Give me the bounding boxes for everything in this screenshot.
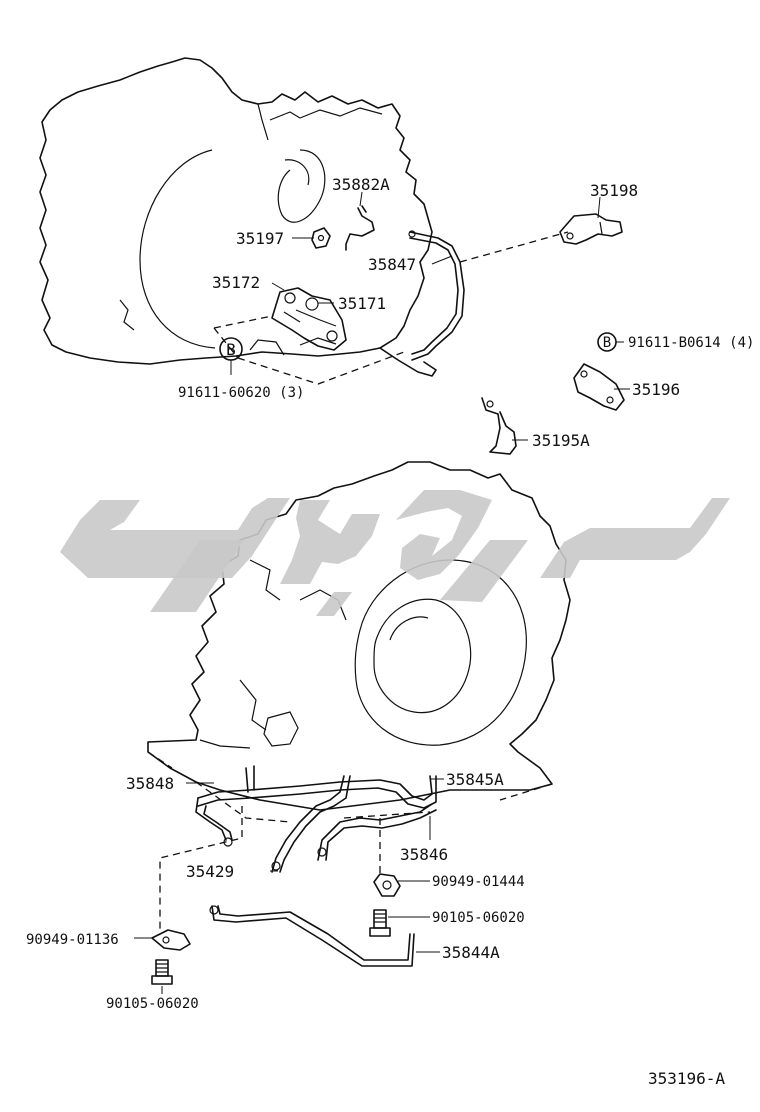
part-90949-01444-clamp [373, 873, 401, 897]
label-35172: 35172 [212, 273, 260, 292]
label-35171: 35171 [338, 294, 386, 313]
label-35847: 35847 [368, 255, 416, 274]
label-35196: 35196 [632, 380, 680, 399]
label-91611-60620: 91611-60620 (3) [178, 385, 304, 401]
upper-dashed-guides [213, 231, 569, 385]
part-35844A-pipe [209, 905, 415, 967]
label-35195A: 35195A [532, 431, 590, 450]
b-marker-left-letter: B [226, 340, 236, 359]
leader-lines [134, 191, 630, 994]
part-35882A-pipe [345, 205, 375, 251]
part-35197-clip [311, 227, 331, 249]
label-35845A: 35845A [446, 770, 504, 789]
label-90105-06020-right: 90105-06020 [432, 910, 525, 926]
label-35848: 35848 [126, 774, 174, 793]
diagram-code: 353196-A [648, 1069, 725, 1088]
label-91611-B0614: 91611-B0614 (4) [628, 335, 754, 351]
part-35195A-bracket [481, 397, 517, 455]
label-90105-06020-left: 90105-06020 [106, 996, 199, 1012]
part-35198-bracket [559, 213, 623, 245]
part-90105-06020-bolt-left [151, 959, 173, 985]
label-35198: 35198 [590, 181, 638, 200]
label-35429: 35429 [186, 862, 234, 881]
part-35171-35172-valve-body [271, 287, 347, 351]
label-35846: 35846 [400, 845, 448, 864]
watermark-logo [60, 490, 730, 616]
label-35197: 35197 [236, 229, 284, 248]
part-35196-bracket [573, 363, 625, 411]
b-marker-right-letter: B [603, 335, 611, 351]
label-35882A: 35882A [332, 175, 390, 194]
label-90949-01444: 90949-01444 [432, 874, 525, 890]
lower-dashed-guides [147, 751, 553, 930]
upper-transmission-housing [39, 57, 433, 365]
part-90949-01136-clamp [151, 929, 191, 951]
b-marker-right: B [597, 332, 617, 352]
label-90949-01136: 90949-01136 [26, 932, 119, 948]
part-90105-06020-bolt-right [369, 909, 391, 937]
part-35429-pipe [271, 775, 351, 873]
part-35845A-pipe [197, 765, 437, 809]
part-35847-pipe [379, 230, 465, 377]
label-35844A: 35844A [442, 943, 500, 962]
part-labels: 35882A 35198 35197 35847 35172 35171 916… [26, 175, 754, 1088]
b-marker-left: B [219, 337, 243, 361]
